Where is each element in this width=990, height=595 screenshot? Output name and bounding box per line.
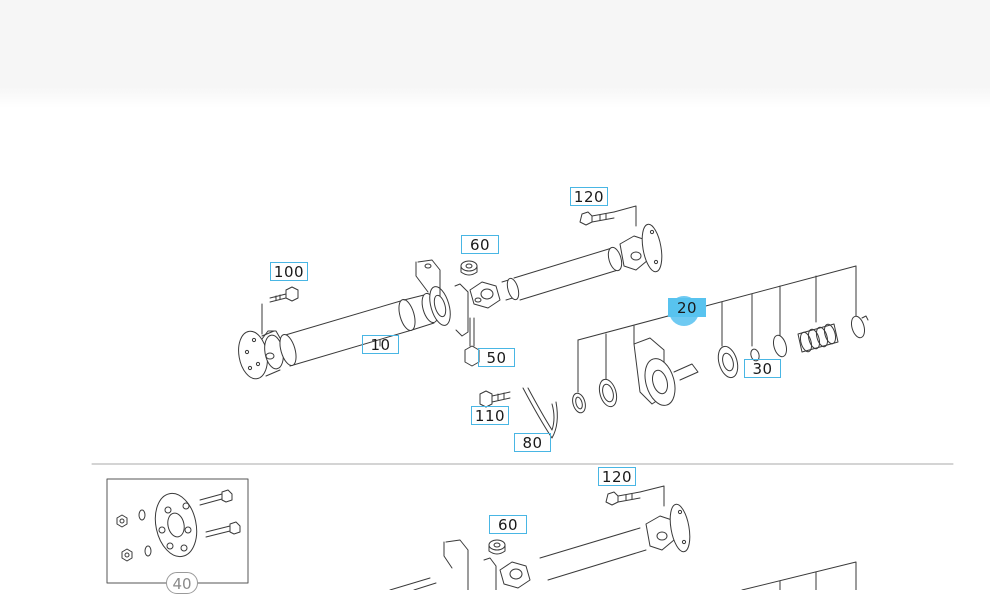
callout-10[interactable]: 10 <box>362 335 399 354</box>
rear-shaft-tube <box>501 246 623 301</box>
callout-30[interactable]: 30 <box>744 359 781 378</box>
propeller-shaft-assembly <box>238 223 663 380</box>
rear-flange <box>619 223 663 273</box>
front-shaft-tube <box>279 292 439 367</box>
repair-kit-leaders <box>577 265 857 393</box>
bolt-120-upper <box>579 205 637 227</box>
flex-disc-inset <box>106 478 249 584</box>
callout-80[interactable]: 80 <box>514 433 551 452</box>
bolt-110 <box>479 390 511 408</box>
bolt-100 <box>261 286 299 335</box>
lower-shaft-assembly <box>389 485 857 590</box>
callout-20[interactable]: 20 <box>668 298 706 317</box>
front-flange <box>238 330 284 380</box>
callout-40[interactable]: 40 <box>166 572 198 594</box>
callout-100[interactable]: 100 <box>270 262 308 281</box>
bolt-50 <box>464 317 480 367</box>
callout-50[interactable]: 50 <box>478 348 515 367</box>
callout-110[interactable]: 110 <box>471 406 509 425</box>
nut-60-upper <box>460 260 478 276</box>
repair-kit-parts <box>572 315 869 414</box>
center-bearing <box>415 259 469 337</box>
callout-120-upper[interactable]: 120 <box>570 187 608 206</box>
callout-120-lower[interactable]: 120 <box>598 467 636 486</box>
callout-60-upper[interactable]: 60 <box>461 235 499 254</box>
callout-60-lower[interactable]: 60 <box>489 515 527 534</box>
center-universal-joint <box>469 281 501 309</box>
bracket-80 <box>522 387 558 439</box>
header-band <box>0 0 990 108</box>
